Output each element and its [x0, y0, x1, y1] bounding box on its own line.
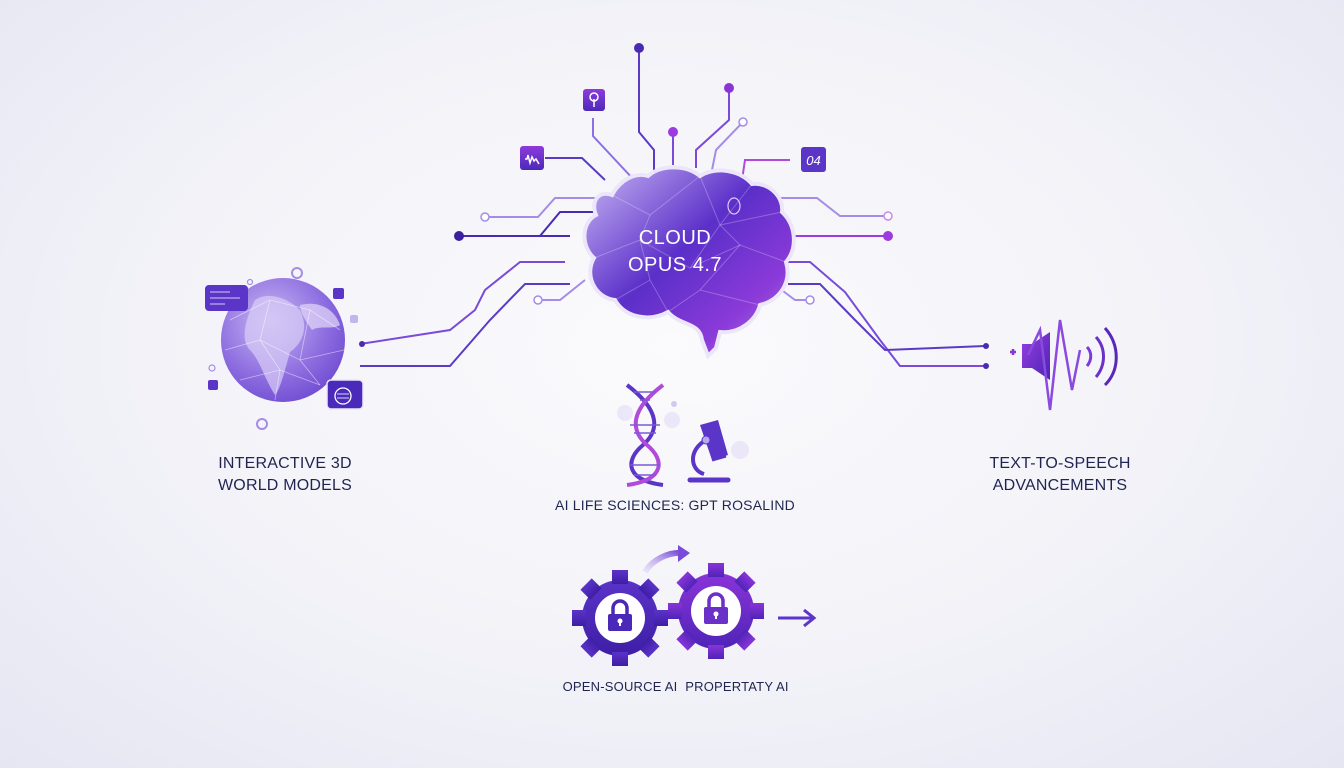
circuit-traces [359, 48, 986, 367]
world-models-label: INTERACTIVE 3D WORLD MODELS [200, 453, 370, 497]
life-sciences-label: AI LIFE SCIENCES: GPT ROSALIND [555, 497, 795, 513]
circuit-endpoints [359, 43, 989, 369]
microscope-icon [617, 401, 749, 483]
tts-line1: TEXT-TO-SPEECH [989, 455, 1131, 472]
tts-line2: ADVANCEMENTS [992, 477, 1128, 494]
world-models-line2: WORLD MODELS [218, 477, 352, 494]
tts-label: TEXT-TO-SPEECH ADVANCEMENTS [975, 453, 1145, 497]
svg-text:04: 04 [806, 153, 820, 168]
world-models-line1: INTERACTIVE 3D [218, 455, 352, 472]
center-title: CLOUD OPUS 4.7 [600, 225, 750, 279]
center-title-line2: OPUS 4.7 [627, 254, 723, 276]
curved-arrow-icon [642, 545, 690, 574]
brain-icon [582, 165, 796, 360]
microphone-icon [583, 89, 605, 111]
right-arrow-icon [778, 608, 817, 628]
audio-wave-icon [520, 146, 544, 170]
speaker-waveform-icon [1010, 319, 1118, 411]
code-glyph-icon: 04 [801, 147, 826, 172]
gear-lock-icon-open-source [572, 570, 668, 666]
dna-icon [625, 383, 665, 487]
gear-lock-icon-proprietary [668, 563, 764, 659]
center-title-line1: CLOUD [638, 227, 712, 249]
globe-icon [205, 267, 364, 430]
proprietary-label: PROPERTATY AI [685, 679, 789, 694]
open-source-label: OPEN-SOURCE AI [562, 679, 678, 694]
